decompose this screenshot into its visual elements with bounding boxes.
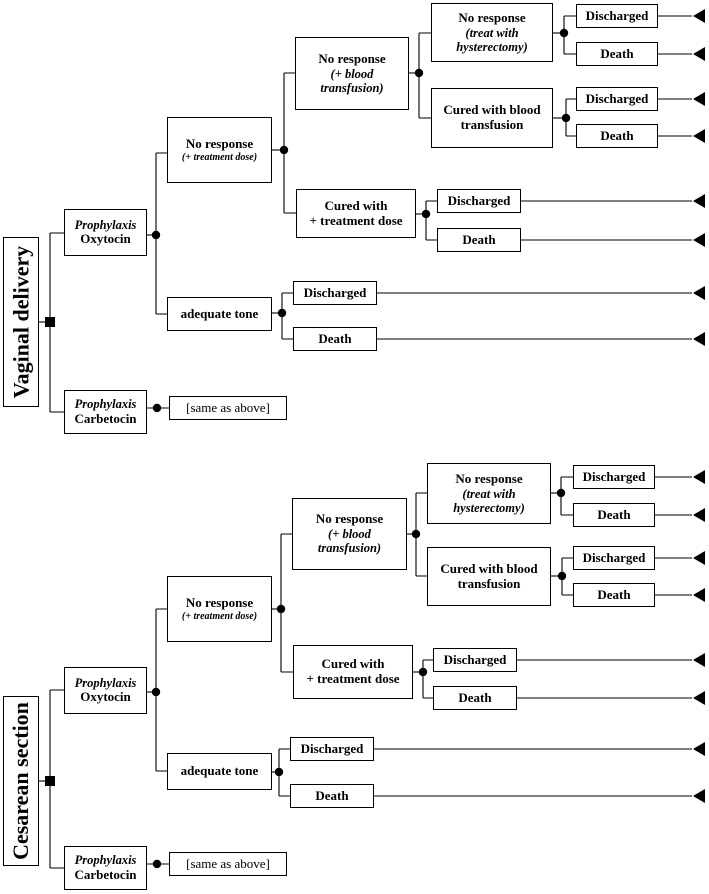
ces-terminal-triangle-4 xyxy=(693,588,705,602)
cesarean-prophylaxis-carbetocin-node: Prophylaxis Carbetocin xyxy=(64,846,147,890)
vag-terminal-triangle-6 xyxy=(693,233,705,247)
cesarean-no-response-hysterectomy-node: No response (treat with hysterectomy) xyxy=(427,463,551,524)
vaginal-tone-discharged: Discharged xyxy=(293,281,377,305)
cesarean-adequate-tone-node: adequate tone xyxy=(167,753,272,790)
ces-terminal-triangle-6 xyxy=(693,691,705,705)
vaginal-tone-death: Death xyxy=(293,327,377,351)
vaginal-hyst-death: Death xyxy=(576,42,658,66)
vag-terminal-triangle-2 xyxy=(693,47,705,61)
cesarean-hyst-death: Death xyxy=(573,503,655,527)
vaginal-treat-discharged: Discharged xyxy=(437,189,521,213)
vaginal-adequate-tone-node: adequate tone xyxy=(167,297,272,331)
cesarean-hyst-discharged: Discharged xyxy=(573,465,655,489)
cesarean-no-response-blood-node: No response (+ blood transfusion) xyxy=(292,498,407,570)
vag-terminal-triangle-8 xyxy=(693,332,705,346)
vag-nr-branches xyxy=(283,72,296,214)
vaginal-blood-discharged: Discharged xyxy=(576,87,658,111)
vag-terminal-triangle-5 xyxy=(693,194,705,208)
vag-cblood-chance-node xyxy=(561,113,571,123)
vag-terminal-triangle-4 xyxy=(693,129,705,143)
ces-nr-chance-node xyxy=(276,604,286,614)
vag-treat-chance-node xyxy=(421,209,431,219)
cesarean-tone-discharged: Discharged xyxy=(290,737,374,761)
ces-cblood-chance-node xyxy=(557,571,567,581)
vag-terminal-triangle-3 xyxy=(693,92,705,106)
vaginal-blood-death: Death xyxy=(576,124,658,148)
ces-terminal-triangle-8 xyxy=(693,789,705,803)
ces-treat-branches xyxy=(422,659,433,699)
vag-terminal-triangle-1 xyxy=(693,9,705,23)
vag-blood-chance-node xyxy=(414,68,424,78)
ces-terminal-triangle-3 xyxy=(693,551,705,565)
vaginal-cured-treatment-dose-node: Cured with + treatment dose xyxy=(296,189,416,238)
vaginal-no-response-blood-node: No response (+ blood transfusion) xyxy=(295,37,409,110)
ces-terminal-triangle-7 xyxy=(693,742,705,756)
ces-blood-chance-node xyxy=(411,529,421,539)
vaginal-carbetocin-same-as-above: [same as above] xyxy=(169,396,287,420)
cesarean-no-response-node: No response (+ treatment dose) xyxy=(167,576,272,642)
vag-oxy-chance-node xyxy=(151,230,161,240)
vag-terminal-triangle-7 xyxy=(693,286,705,300)
vaginal-no-response-hysterectomy-node: No response (treat with hysterectomy) xyxy=(431,3,553,62)
cesarean-prophylaxis-oxytocin-node: Prophylaxis Oxytocin xyxy=(64,667,147,714)
ces-terminal-triangle-2 xyxy=(693,508,705,522)
vaginal-treat-death: Death xyxy=(437,228,521,252)
ces-tone-chance-node xyxy=(274,767,284,777)
ces-carb-chance-node xyxy=(152,859,162,869)
vaginal-prophylaxis-carbetocin-node: Prophylaxis Carbetocin xyxy=(64,390,147,434)
vaginal-cured-blood-node: Cured with blood transfusion xyxy=(431,88,553,148)
vag-decision-node xyxy=(45,317,55,327)
vaginal-hyst-discharged: Discharged xyxy=(576,4,658,28)
cesarean-blood-death: Death xyxy=(573,583,655,607)
vag-treat-branches xyxy=(425,200,437,241)
ces-decision-node xyxy=(45,776,55,786)
vag-tone-chance-node xyxy=(277,308,287,318)
ces-terminal-triangle-1 xyxy=(693,470,705,484)
cesarean-tone-death: Death xyxy=(290,784,374,808)
cesarean-treat-death: Death xyxy=(433,686,517,710)
ces-oxy-chance-node xyxy=(151,687,161,697)
vaginal-prophylaxis-oxytocin-node: Prophylaxis Oxytocin xyxy=(64,209,147,256)
cesarean-treat-discharged: Discharged xyxy=(433,648,517,672)
ces-hyst-chance-node xyxy=(556,488,566,498)
ces-terminal-triangle-5 xyxy=(693,653,705,667)
ces-treat-chance-node xyxy=(418,667,428,677)
vag-nr-chance-node xyxy=(279,145,289,155)
vag-hyst-chance-node xyxy=(559,28,569,38)
ces-nr-branches xyxy=(280,533,293,673)
cesarean-cured-treatment-dose-node: Cured with + treatment dose xyxy=(293,645,413,699)
vag-carb-chance-node xyxy=(152,403,162,413)
group-label-cesarean-section: Cesarean section xyxy=(3,696,39,866)
cesarean-carbetocin-same-as-above: [same as above] xyxy=(169,852,287,876)
group-label-vaginal-delivery: Vaginal delivery xyxy=(3,237,39,407)
vaginal-no-response-node: No response (+ treatment dose) xyxy=(167,117,272,183)
cesarean-cured-blood-node: Cured with blood transfusion xyxy=(427,547,551,606)
vag-root-branches xyxy=(50,232,64,413)
cesarean-blood-discharged: Discharged xyxy=(573,546,655,570)
